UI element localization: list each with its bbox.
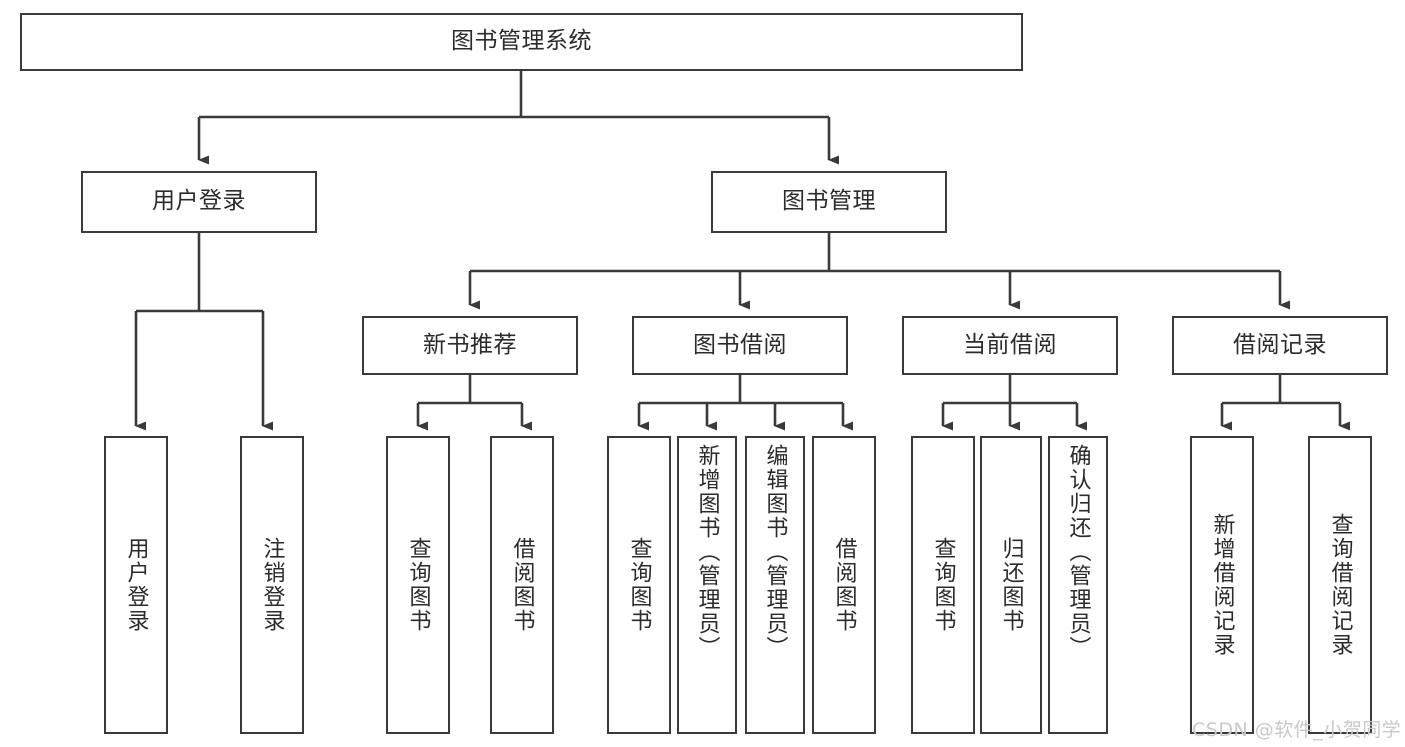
node-label: 借阅图书 (509, 537, 535, 633)
node-label: 新增借阅记录 (1209, 513, 1235, 657)
node-current-borrow[interactable]: 当前借阅 (902, 316, 1118, 375)
leaf-book-borrow-borrow-book[interactable]: 借阅图书 (812, 436, 876, 734)
node-label: 图书管理 (782, 188, 876, 215)
node-label: 查询图书 (626, 537, 652, 633)
node-book-borrow[interactable]: 图书借阅 (632, 316, 848, 375)
leaf-book-borrow-edit-book-admin[interactable]: 编辑图书（管理员） (745, 436, 805, 734)
node-new-book-recommend[interactable]: 新书推荐 (362, 316, 578, 375)
node-label: 查询图书 (930, 537, 956, 633)
leaf-new-book-borrow-book[interactable]: 借阅图书 (490, 436, 554, 734)
leaf-book-borrow-query-book[interactable]: 查询图书 (607, 436, 671, 734)
node-user-login[interactable]: 用户登录 (81, 171, 317, 233)
node-label: 编辑图书（管理员） (762, 444, 788, 660)
node-label: 借阅图书 (831, 537, 857, 633)
leaf-new-book-query-book[interactable]: 查询图书 (386, 436, 450, 734)
node-label: 注销登录 (259, 537, 285, 633)
node-borrow-record[interactable]: 借阅记录 (1172, 316, 1388, 375)
node-label: 查询图书 (405, 537, 431, 633)
leaf-book-borrow-add-book-admin[interactable]: 新增图书（管理员） (677, 436, 737, 734)
leaf-borrow-record-add-record[interactable]: 新增借阅记录 (1190, 436, 1254, 734)
node-label: 新书推荐 (423, 331, 517, 358)
node-label: 用户登录 (152, 188, 246, 215)
leaf-current-borrow-return-book[interactable]: 归还图书 (980, 436, 1042, 734)
node-label: 归还图书 (998, 537, 1024, 633)
node-root-book-management-system[interactable]: 图书管理系统 (20, 13, 1023, 71)
node-label: 借阅记录 (1233, 331, 1327, 358)
node-label: 用户登录 (123, 537, 149, 633)
leaf-current-borrow-query-book[interactable]: 查询图书 (911, 436, 975, 734)
leaf-user-login-login[interactable]: 用户登录 (104, 436, 168, 734)
leaf-current-borrow-confirm-return-admin[interactable]: 确认归还（管理员） (1048, 436, 1108, 734)
leaf-user-login-logout[interactable]: 注销登录 (240, 436, 304, 734)
node-label: 新增图书（管理员） (694, 444, 720, 660)
node-label: 确认归还（管理员） (1065, 444, 1091, 660)
node-book-management[interactable]: 图书管理 (711, 171, 947, 233)
node-label: 图书管理系统 (451, 28, 592, 55)
node-label: 当前借阅 (963, 331, 1057, 358)
node-label: 图书借阅 (693, 331, 787, 358)
node-label: 查询借阅记录 (1327, 513, 1353, 657)
leaf-borrow-record-query-record[interactable]: 查询借阅记录 (1308, 436, 1372, 734)
